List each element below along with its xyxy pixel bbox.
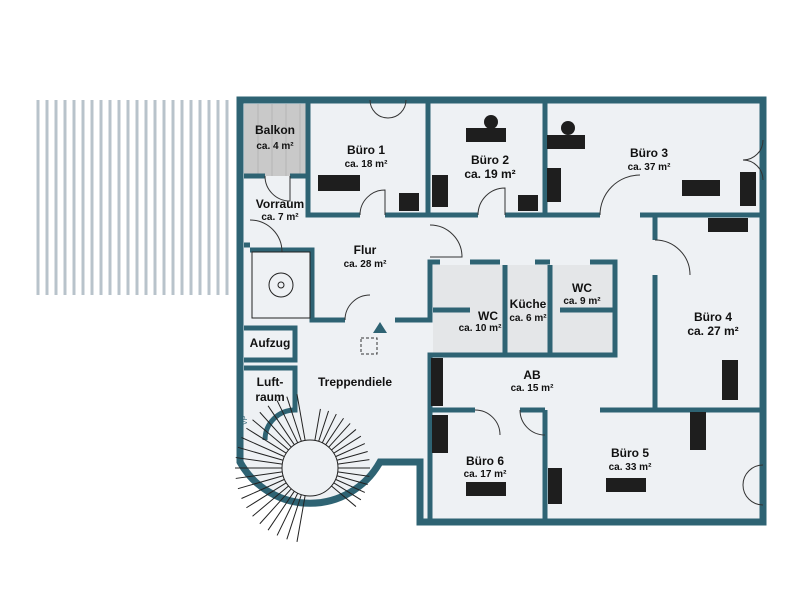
elevator-marker <box>360 337 378 355</box>
balcony-floor <box>244 104 306 176</box>
room-name-kueche: Küche <box>510 297 547 311</box>
furniture <box>318 115 756 504</box>
room-name-treppendiele: Treppendiele <box>318 375 392 389</box>
room-name-buero4: Büro 4 <box>694 310 732 324</box>
straight-stair <box>251 251 311 319</box>
room-area-wc1: ca. 10 m² <box>459 323 502 334</box>
room-area-buero3: ca. 37 m² <box>628 162 671 173</box>
room-name-wc1: WC <box>478 309 498 323</box>
room-area-wc2: ca. 9 m² <box>563 296 601 307</box>
room-name-wc2: WC <box>572 281 592 295</box>
room-area-kueche: ca. 6 m² <box>509 313 547 324</box>
room-labels: Balkon ca. 4 m² Büro 1 ca. 18 m² Büro 2 … <box>242 123 739 480</box>
spiral-stair <box>235 394 370 542</box>
doors <box>249 99 764 506</box>
room-area-balkon: ca. 4 m² <box>256 141 294 152</box>
room-name-luftraum-1: Luft- <box>257 375 284 389</box>
room-name-buero3: Büro 3 <box>630 146 668 160</box>
inner-walls <box>244 100 763 522</box>
room-area-buero4: ca. 27 m² <box>687 324 738 338</box>
outer-wall <box>236 96 767 526</box>
room-name-aufzug: Aufzug <box>250 336 291 350</box>
room-name-buero5: Büro 5 <box>611 446 649 460</box>
terrace-stripes <box>36 100 229 295</box>
room-name-flur: Flur <box>354 243 377 257</box>
room-name-vorraum: Vorraum <box>256 197 304 211</box>
room-area-ab: ca. 15 m² <box>511 383 554 394</box>
entrance-arrow-icon <box>373 322 387 333</box>
room-name-buero6: Büro 6 <box>466 454 504 468</box>
watermark-logo: VP <box>242 415 249 425</box>
room-name-luftraum-2: raum <box>255 390 284 404</box>
balcony-boards <box>257 104 301 176</box>
room-area-flur: ca. 28 m² <box>344 259 387 270</box>
room-name-buero1: Büro 1 <box>347 143 385 157</box>
room-area-buero6: ca. 17 m² <box>464 469 507 480</box>
room-name-ab: AB <box>523 368 541 382</box>
room-area-buero1: ca. 18 m² <box>345 159 388 170</box>
room-name-buero2: Büro 2 <box>471 153 509 167</box>
room-name-balkon: Balkon <box>255 123 295 137</box>
room-area-buero2: ca. 19 m² <box>464 167 515 181</box>
room-area-buero5: ca. 33 m² <box>609 462 652 473</box>
room-area-vorraum: ca. 7 m² <box>261 212 299 223</box>
